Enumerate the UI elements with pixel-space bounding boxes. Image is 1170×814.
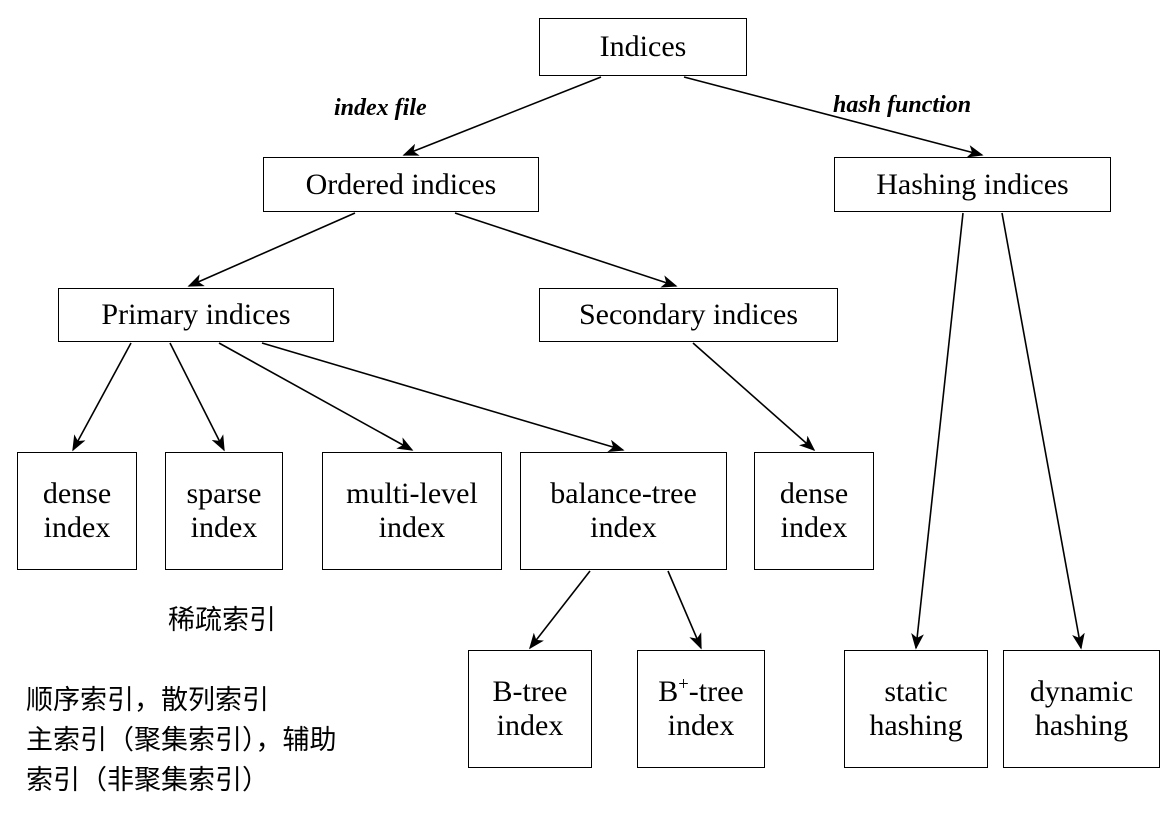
node-label: dense index bbox=[42, 477, 112, 544]
node-label: dynamic hashing bbox=[1029, 675, 1134, 742]
edge-hashing-to-statichash bbox=[911, 212, 964, 650]
edge-indices-to-hashing bbox=[683, 76, 984, 158]
node-dense2[interactable]: dense index bbox=[754, 452, 874, 570]
node-dynamichash[interactable]: dynamic hashing bbox=[1003, 650, 1160, 768]
edge-primary-to-balancetree bbox=[261, 342, 625, 453]
node-indices[interactable]: Indices bbox=[539, 18, 747, 76]
node-label: Indices bbox=[599, 30, 687, 64]
node-label: B+-tree index bbox=[658, 674, 744, 742]
edge-lines bbox=[72, 76, 1085, 650]
note-line-1: 顺序索引，散列索引 bbox=[26, 685, 269, 716]
note-line-3: 索引（非聚集索引） bbox=[26, 765, 269, 796]
note-line-2: 主索引（聚集索引），辅助 bbox=[26, 725, 337, 756]
node-label: Hashing indices bbox=[876, 167, 1069, 201]
superscript-plus: + bbox=[678, 674, 689, 696]
edge-ordered-to-primary bbox=[187, 212, 356, 287]
node-label: static hashing bbox=[869, 675, 963, 742]
edge-primary-to-dense1 bbox=[72, 342, 132, 452]
node-label: Secondary indices bbox=[578, 298, 799, 332]
node-dense1[interactable]: dense index bbox=[17, 452, 137, 570]
node-balancetree[interactable]: balance-tree index bbox=[520, 452, 727, 570]
node-statichash[interactable]: static hashing bbox=[844, 650, 988, 768]
edge-hashing-to-dynamichash bbox=[1001, 212, 1085, 650]
edge-secondary-to-dense2 bbox=[692, 342, 816, 452]
edge-label-index-file: index file bbox=[334, 95, 427, 121]
node-ordered[interactable]: Ordered indices bbox=[263, 157, 539, 212]
edge-balancetree-to-bplustree bbox=[667, 570, 702, 650]
node-primary[interactable]: Primary indices bbox=[58, 288, 334, 342]
node-label: Primary indices bbox=[101, 298, 291, 332]
edge-ordered-to-secondary bbox=[454, 212, 678, 288]
node-secondary[interactable]: Secondary indices bbox=[539, 288, 838, 342]
node-label: B-tree index bbox=[492, 675, 568, 742]
node-label: sparse index bbox=[186, 477, 262, 544]
edge-balancetree-to-btree bbox=[529, 570, 591, 650]
node-sparse[interactable]: sparse index bbox=[165, 452, 283, 570]
node-label: multi-level index bbox=[346, 477, 478, 544]
edge-primary-to-multilevel bbox=[218, 342, 414, 451]
node-label: Ordered indices bbox=[305, 167, 497, 201]
note-sparse-index: 稀疏索引 bbox=[168, 605, 276, 636]
edge-primary-to-sparse bbox=[169, 342, 225, 452]
node-bplustree[interactable]: B+-tree index bbox=[637, 650, 765, 768]
node-btree[interactable]: B-tree index bbox=[468, 650, 592, 768]
edge-label-hash-function: hash function bbox=[833, 92, 972, 118]
edge-indices-to-ordered bbox=[402, 76, 602, 156]
node-label: dense index bbox=[779, 477, 849, 544]
node-multilevel[interactable]: multi-level index bbox=[322, 452, 502, 570]
node-hashing[interactable]: Hashing indices bbox=[834, 157, 1111, 212]
node-label: balance-tree index bbox=[550, 477, 697, 544]
